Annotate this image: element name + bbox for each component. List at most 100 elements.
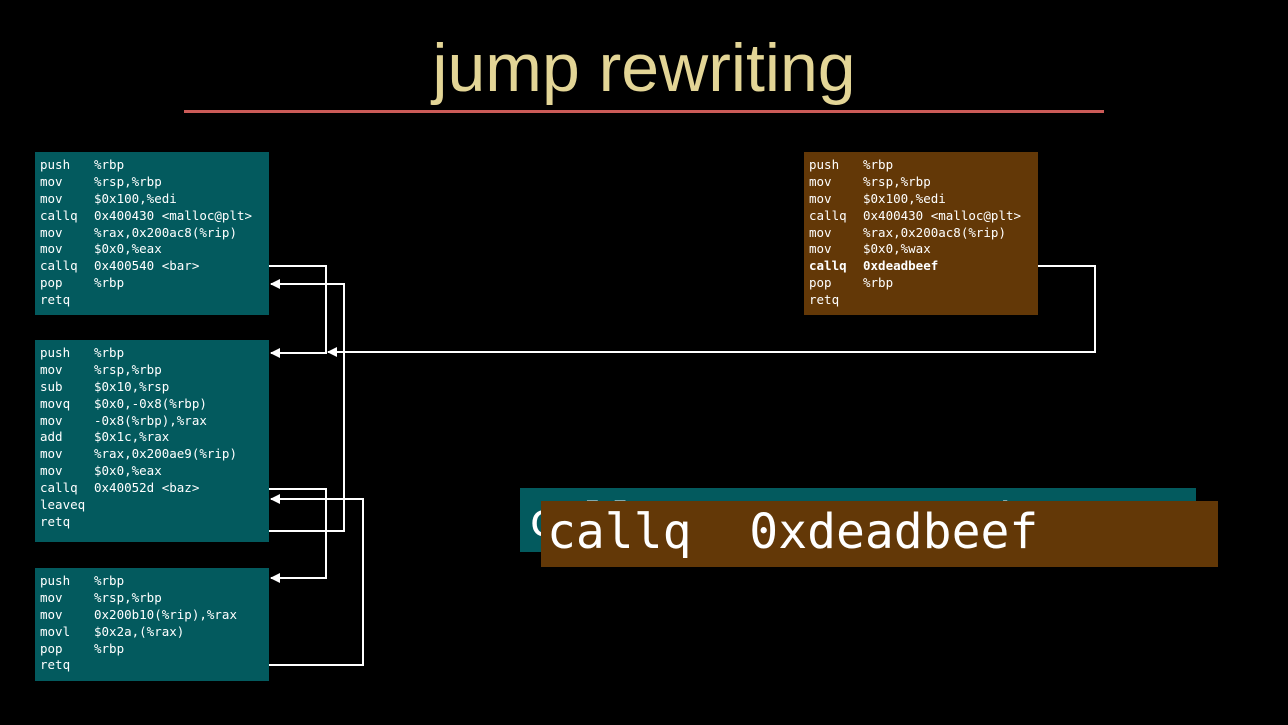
rewritten-instruction-text: callq 0xdeadbeef xyxy=(547,504,1039,560)
mnemonic: mov xyxy=(40,589,63,605)
operand: %rbp xyxy=(863,157,894,172)
operand: %rsp,%rbp xyxy=(94,589,162,605)
operand: %rbp xyxy=(94,573,125,588)
mnemonic: movq xyxy=(40,395,71,411)
operand: $0x2a,(%rax) xyxy=(94,623,185,639)
operand: 0x400430 <malloc@plt> xyxy=(94,207,253,223)
mnemonic: callq xyxy=(40,207,78,223)
mnemonic: mov xyxy=(40,412,63,428)
arrow-return-to-main xyxy=(269,279,345,532)
mnemonic: mov xyxy=(40,361,63,377)
mnemonic: callq xyxy=(40,480,78,496)
title-underline xyxy=(184,110,1104,113)
mnemonic: mov xyxy=(809,190,832,206)
mnemonic: add xyxy=(40,429,63,445)
code-line: mov %rax,0x200ae9(%rip) xyxy=(40,446,269,463)
mnemonic: push xyxy=(40,345,71,360)
arrow-call-bar xyxy=(269,265,327,358)
mnemonic: movl xyxy=(40,623,71,639)
code-line: retq xyxy=(40,657,269,674)
code-line: callq 0x40052d <baz> xyxy=(40,480,269,497)
code-line: mov %rsp,%rbp xyxy=(40,174,269,191)
operand: %rbp xyxy=(94,345,125,360)
mnemonic: leaveq xyxy=(40,497,86,513)
operand: %rbp xyxy=(94,157,125,172)
mnemonic: mov xyxy=(40,190,63,206)
operand: $0x10,%rsp xyxy=(94,378,170,394)
operand: $0x1c,%rax xyxy=(94,429,170,445)
mnemonic: mov xyxy=(40,241,63,257)
operand: $0x0,%eax xyxy=(94,241,162,257)
code-line: pop %rbp xyxy=(809,275,1038,292)
code-line: mov%rax,0x200ac8(%rip) xyxy=(809,225,1038,242)
mnemonic: pop xyxy=(40,275,63,291)
operand: %rbp xyxy=(863,275,894,291)
code-line: retq xyxy=(809,292,1038,309)
mnemonic: mov xyxy=(40,606,63,622)
code-line: callq 0x400430 <malloc@plt> xyxy=(809,208,1038,225)
operand: %rax,0x200ae9(%rip) xyxy=(94,446,237,462)
operand: $0x100,%edi xyxy=(863,190,946,206)
code-line: sub $0x10,%rsp xyxy=(40,379,269,396)
mnemonic: mov xyxy=(40,224,63,240)
operand: 0xdeadbeef xyxy=(863,258,939,274)
mnemonic: retq xyxy=(40,292,71,308)
mnemonic: callq xyxy=(809,207,847,223)
operand: $0x0,%eax xyxy=(94,463,162,479)
operand: %rax,0x200ac8(%rip) xyxy=(94,224,237,240)
mnemonic: callq xyxy=(809,258,847,274)
code-line: retq xyxy=(40,292,269,309)
code-block-bar: push %rbp mov %rsp,%rbp sub $0x10,%rsp movq $0x… xyxy=(35,340,269,542)
operand: 0x40052d <baz> xyxy=(94,480,200,496)
mnemonic: callq xyxy=(40,258,78,274)
mnemonic: push xyxy=(40,573,71,588)
code-line: push %rbp xyxy=(40,573,269,590)
code-line: mov $0x0,%eax xyxy=(40,241,269,258)
code-line: mov %rsp,%rbp xyxy=(40,362,269,379)
operand: %rbp xyxy=(94,275,125,291)
code-line: push%rbp xyxy=(809,157,1038,174)
code-line: mov %rax,0x200ac8(%rip) xyxy=(40,225,269,242)
mnemonic: mov xyxy=(40,173,63,189)
mnemonic: retq xyxy=(40,513,71,529)
code-line: push%rbp xyxy=(40,157,269,174)
mnemonic: mov xyxy=(40,446,63,462)
code-line: movl $0x2a,(%rax) xyxy=(40,624,269,641)
code-line: mov $0x100,%edi xyxy=(809,191,1038,208)
code-line: callq 0xdeadbeef xyxy=(809,258,1038,275)
code-line: mov %rsp,%rbp xyxy=(40,590,269,607)
code-line: mov$0x0,%wax xyxy=(809,241,1038,258)
code-line: pop %rbp xyxy=(40,275,269,292)
mnemonic: mov xyxy=(809,224,832,240)
arrow-call-baz xyxy=(269,488,327,583)
code-line: mov -0x8(%rbp),%rax xyxy=(40,413,269,430)
code-line: push %rbp xyxy=(40,345,269,362)
operand: %rsp,%rbp xyxy=(94,173,162,189)
code-line: add $0x1c,%rax xyxy=(40,429,269,446)
operand: 0x400430 <malloc@plt> xyxy=(863,207,1022,223)
slide-title: jump rewriting xyxy=(432,30,856,106)
operand: %rbp xyxy=(94,640,125,656)
operand: -0x8(%rbp),%rax xyxy=(94,412,207,428)
code-line: callq 0x400430 <malloc@plt> xyxy=(40,208,269,225)
operand: %rsp,%rbp xyxy=(94,361,162,377)
code-line: mov$0x100,%edi xyxy=(40,191,269,208)
operand: $0x0,-0x8(%rbp) xyxy=(94,395,207,411)
code-line: movq $0x0,-0x8(%rbp) xyxy=(40,396,269,413)
operand: $0x0,%wax xyxy=(863,241,931,257)
code-line: pop %rbp xyxy=(40,641,269,658)
mnemonic: mov xyxy=(40,463,63,479)
code-line: mov%rsp,%rbp xyxy=(809,174,1038,191)
code-line: mov $0x0,%eax xyxy=(40,463,269,480)
mnemonic: pop xyxy=(809,275,832,291)
mnemonic: sub xyxy=(40,378,63,394)
mnemonic: retq xyxy=(40,657,71,673)
mnemonic: mov xyxy=(809,173,832,189)
mnemonic: pop xyxy=(40,640,63,656)
